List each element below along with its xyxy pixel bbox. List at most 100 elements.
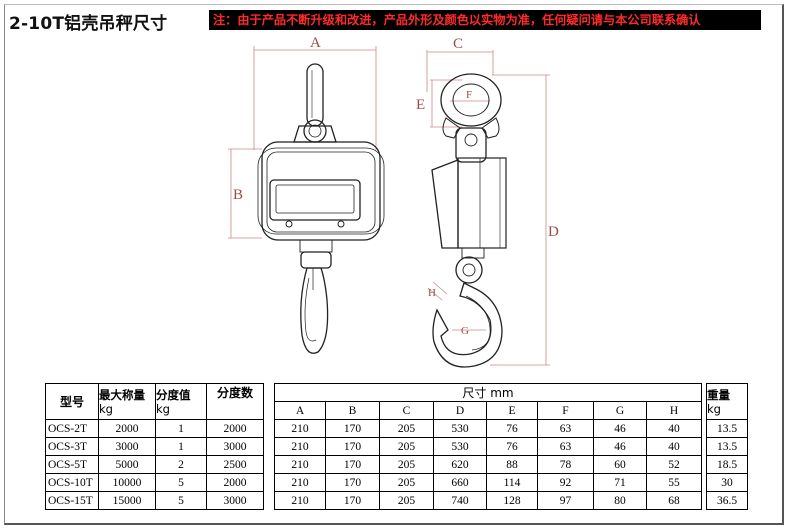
cell-capacity: 5000 — [98, 455, 156, 474]
cell-dim: 210 — [274, 473, 326, 492]
cell-dim: 63 — [537, 419, 594, 438]
dim-label-c: C — [453, 36, 463, 52]
cell-dim: 68 — [646, 491, 702, 510]
header-model: 型号 — [45, 383, 99, 420]
cell-dim: 210 — [274, 437, 326, 456]
dim-label-a: A — [310, 35, 321, 51]
cell-weight: 30 — [706, 473, 748, 492]
cell-division: 2 — [155, 455, 207, 474]
cell-count: 3000 — [206, 437, 264, 456]
table-row: OCS-3T 3000 1 3000 210 170 205 530 76 63… — [45, 437, 748, 456]
cell-capacity: 2000 — [98, 419, 156, 438]
size-letter: F — [537, 401, 594, 420]
cell-dim: 660 — [433, 473, 487, 492]
cell-dim: 52 — [646, 455, 702, 474]
cell-model: OCS-15T — [45, 491, 99, 510]
front-view-scale — [257, 63, 385, 354]
dim-label-g: G — [461, 325, 469, 337]
size-letter: E — [486, 401, 538, 420]
cell-dim: 620 — [433, 455, 487, 474]
dim-label-f: F — [466, 89, 472, 101]
cell-dim: 80 — [593, 491, 647, 510]
dim-label-b: B — [233, 187, 243, 203]
cell-dim: 170 — [325, 419, 380, 438]
notice-banner: 注：由于产品不断升级和改进，产品外形及颜色以实物为准，任何疑问请与本公司联系确认 — [209, 10, 761, 30]
cell-dim: 205 — [379, 491, 434, 510]
cell-weight: 13.5 — [706, 419, 748, 438]
cell-dim: 205 — [379, 473, 434, 492]
size-letter: B — [325, 401, 380, 420]
cell-dim: 128 — [486, 491, 538, 510]
dim-label-h: H — [428, 287, 436, 299]
cell-dim: 78 — [537, 455, 594, 474]
cell-dim: 88 — [486, 455, 538, 474]
cell-dim: 92 — [537, 473, 594, 492]
cell-weight: 36.5 — [706, 491, 748, 510]
cell-dim: 205 — [379, 419, 434, 438]
header-capacity-label: 最大称量 — [99, 387, 145, 402]
table-header-row: 型号 最大称量 kg 分度值 kg 分度数 尺寸 mm 重量 kg — [45, 383, 748, 420]
cell-division: 1 — [155, 419, 207, 438]
page-title: 2-10T铝壳吊秤尺寸 — [9, 14, 168, 34]
table-row: OCS-15T 15000 5 3000 210 170 205 740 128… — [45, 491, 748, 510]
cell-weight: 18.5 — [706, 455, 748, 474]
cell-division: 1 — [155, 437, 207, 456]
size-letter: C — [379, 401, 434, 420]
header-weight-label: 重量 — [707, 387, 730, 402]
cell-dim: 76 — [486, 437, 538, 456]
cell-dim: 60 — [593, 455, 647, 474]
size-letter: H — [646, 401, 702, 420]
cell-dim: 740 — [433, 491, 487, 510]
size-letter: A — [274, 401, 326, 420]
cell-dim: 63 — [537, 437, 594, 456]
cell-count: 2000 — [206, 473, 264, 492]
header-weight: 重量 kg — [706, 383, 748, 420]
header-count: 分度数 — [206, 383, 264, 420]
header-division-unit: kg — [156, 401, 170, 416]
cell-dim: 530 — [433, 437, 487, 456]
cell-dim: 170 — [325, 437, 380, 456]
spec-table: 型号 最大称量 kg 分度值 kg 分度数 尺寸 mm 重量 kg A B C … — [45, 383, 748, 510]
dimension-drawing: A B C D E F G H — [228, 35, 559, 368]
cell-dim: 76 — [486, 419, 538, 438]
size-letter: G — [593, 401, 647, 420]
cell-model: OCS-5T — [45, 455, 99, 474]
cell-dim: 530 — [433, 419, 487, 438]
header-size: 尺寸 mm — [274, 383, 702, 402]
front-dimension-lines — [228, 46, 550, 366]
side-view-scale — [431, 73, 507, 368]
cell-count: 2500 — [206, 455, 264, 474]
cell-dim: 205 — [379, 437, 434, 456]
cell-dim: 46 — [593, 437, 647, 456]
cell-division: 5 — [155, 473, 207, 492]
cell-model: OCS-3T — [45, 437, 99, 456]
header-division-label: 分度值 — [156, 387, 191, 402]
cell-dim: 46 — [593, 419, 647, 438]
cell-dim: 40 — [646, 419, 702, 438]
cell-model: OCS-2T — [45, 419, 99, 438]
table-row: OCS-10T 10000 5 2000 210 170 205 660 114… — [45, 473, 748, 492]
header-capacity-unit: kg — [99, 401, 113, 416]
size-letter: D — [433, 401, 487, 420]
cell-dim: 205 — [379, 455, 434, 474]
cell-dim: 114 — [486, 473, 538, 492]
cell-dim: 210 — [274, 491, 326, 510]
cell-dim: 170 — [325, 473, 380, 492]
cell-weight: 13.5 — [706, 437, 748, 456]
cell-dim: 97 — [537, 491, 594, 510]
cell-count: 3000 — [206, 491, 264, 510]
dim-label-e: E — [416, 97, 425, 113]
dim-label-d: D — [548, 224, 559, 240]
page-frame — [4, 4, 784, 525]
cell-capacity: 10000 — [98, 473, 156, 492]
cell-capacity: 3000 — [98, 437, 156, 456]
cell-dim: 40 — [646, 437, 702, 456]
cell-capacity: 15000 — [98, 491, 156, 510]
cell-model: OCS-10T — [45, 473, 99, 492]
table-row: OCS-2T 2000 1 2000 210 170 205 530 76 63… — [45, 419, 748, 438]
cell-dim: 71 — [593, 473, 647, 492]
header-weight-unit: kg — [707, 401, 721, 416]
cell-division: 5 — [155, 491, 207, 510]
cell-dim: 55 — [646, 473, 702, 492]
cell-dim: 210 — [274, 419, 326, 438]
